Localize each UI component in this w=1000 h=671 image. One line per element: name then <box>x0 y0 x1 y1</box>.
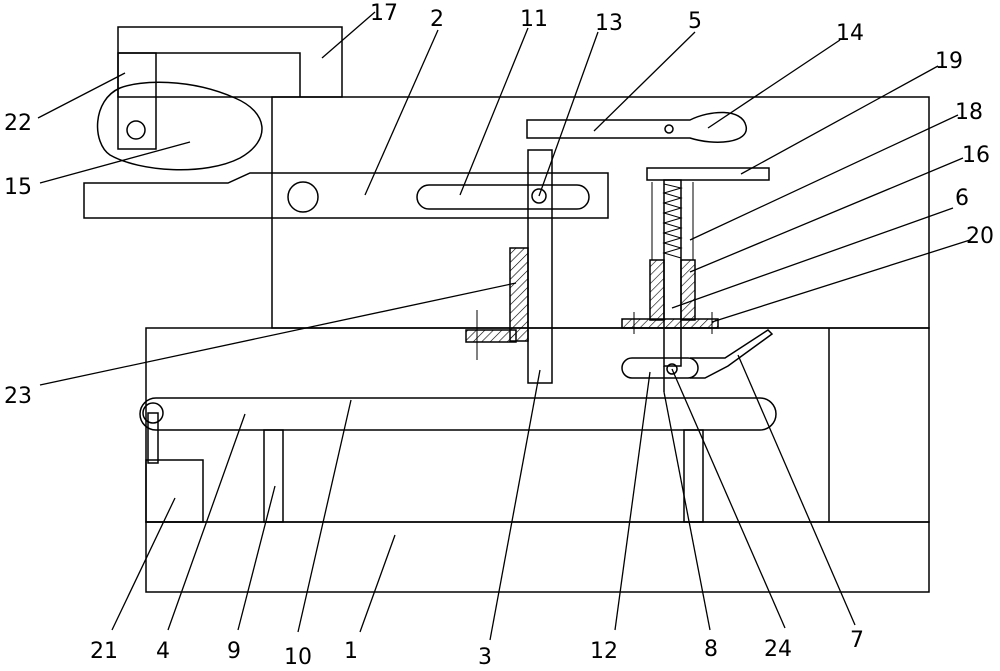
leader-14 <box>707 39 841 129</box>
cam <box>96 81 263 171</box>
label-11: 11 <box>520 7 548 32</box>
leader-3 <box>489 369 541 641</box>
label-14: 14 <box>836 21 864 46</box>
leader-18 <box>689 114 959 241</box>
leader-7 <box>737 354 856 626</box>
conveyor-roller <box>142 402 164 424</box>
label-9: 9 <box>227 639 241 664</box>
leader-13 <box>538 31 599 197</box>
spring <box>662 183 683 259</box>
leader-23 <box>39 282 517 386</box>
cam-pivot <box>126 120 146 140</box>
leader-1 <box>359 534 396 633</box>
support-column-right <box>683 429 704 523</box>
rod-pin <box>666 363 678 375</box>
lever-pivot <box>287 181 319 213</box>
label-12: 12 <box>590 639 618 664</box>
lever-slot <box>416 184 590 210</box>
label-5: 5 <box>688 9 702 34</box>
lever-arm <box>83 172 609 219</box>
label-13: 13 <box>595 11 623 36</box>
leader-9 <box>237 485 276 631</box>
label-20: 20 <box>966 224 994 249</box>
conveyor-belt <box>139 397 777 431</box>
guide-block <box>509 247 529 342</box>
leader-2 <box>364 29 439 196</box>
leader-24 <box>671 368 786 629</box>
leader-19 <box>740 65 939 175</box>
guide-flange <box>465 329 517 343</box>
slot-pin <box>531 188 547 204</box>
label-2: 2 <box>430 7 444 32</box>
label-15: 15 <box>4 175 32 200</box>
label-8: 8 <box>704 637 718 662</box>
leader-16 <box>689 157 964 273</box>
leader-11 <box>459 27 529 196</box>
label-22: 22 <box>4 111 32 136</box>
label-19: 19 <box>935 49 963 74</box>
top-lever <box>526 111 747 143</box>
label-6: 6 <box>955 186 969 211</box>
label-7: 7 <box>850 628 864 653</box>
label-18: 18 <box>955 100 983 125</box>
leader-5 <box>593 31 696 132</box>
press-rod <box>663 179 682 367</box>
cam-holder <box>117 52 157 150</box>
leader-12 <box>614 371 651 631</box>
fixing-plate <box>621 318 719 329</box>
top-lever-pin <box>664 124 674 134</box>
motor-shaft <box>147 412 159 464</box>
label-16: 16 <box>962 143 990 168</box>
support-inner-frame <box>118 52 301 97</box>
leader-6 <box>671 207 954 309</box>
leader-17 <box>321 11 376 59</box>
label-23: 23 <box>4 384 32 409</box>
motor <box>145 459 204 523</box>
leader-8 <box>663 391 711 631</box>
leader-4 <box>167 413 246 631</box>
leader-15 <box>39 141 191 184</box>
support-column-left <box>263 429 284 523</box>
label-17: 17 <box>370 1 398 26</box>
leader-10 <box>297 399 352 633</box>
label-21: 21 <box>90 639 118 664</box>
pressing-plate <box>646 167 770 181</box>
label-24: 24 <box>764 637 792 662</box>
label-1: 1 <box>344 639 358 664</box>
sleeve-right <box>680 259 696 321</box>
lower-slot <box>621 357 699 379</box>
support-block <box>117 26 343 98</box>
leader-21 <box>111 497 176 631</box>
label-4: 4 <box>156 639 170 664</box>
ejector-arm <box>690 329 774 379</box>
leader-20 <box>711 239 971 323</box>
label-3: 3 <box>478 645 492 670</box>
sleeve-left <box>649 259 665 321</box>
leader-22 <box>37 72 126 119</box>
upper-housing <box>271 96 930 329</box>
label-10: 10 <box>284 645 312 670</box>
